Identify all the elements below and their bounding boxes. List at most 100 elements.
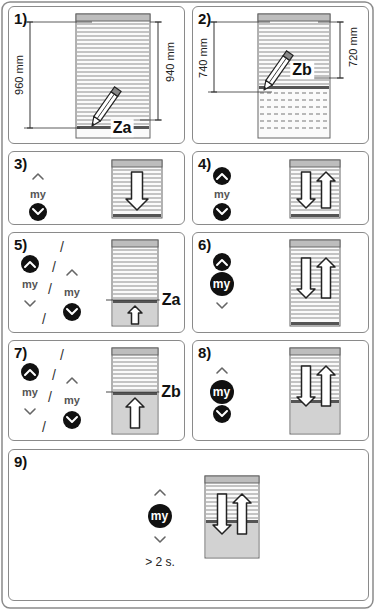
- pencil-line: [269, 58, 286, 83]
- blind-slat-dashed: [260, 99, 328, 100]
- button-label: my: [64, 286, 80, 298]
- button-label: my: [151, 509, 168, 523]
- blind-slat: [259, 35, 329, 36]
- button-symbol: [29, 203, 47, 221]
- blind-slat: [77, 115, 149, 116]
- blind-slat-dashed: [260, 113, 328, 114]
- mark-line: [106, 300, 160, 301]
- mark-label: Za: [111, 119, 134, 137]
- step-panel: 2): [192, 6, 369, 144]
- blind-shade: [291, 403, 339, 433]
- step-number: 1): [14, 10, 27, 27]
- blind-slat: [113, 297, 157, 298]
- blind-slat: [259, 51, 329, 52]
- blind-slat: [113, 269, 157, 270]
- dimension-tick: [211, 92, 217, 93]
- blind-slat: [291, 269, 339, 270]
- blind-slat: [113, 285, 157, 286]
- blind-slat: [291, 369, 339, 370]
- extension-line: [24, 22, 92, 23]
- blind-slat: [113, 385, 157, 386]
- blind-slat: [113, 277, 157, 278]
- step-panel: 8) my: [192, 340, 369, 441]
- button-label: my: [213, 385, 230, 399]
- blind-slat: [259, 47, 329, 48]
- movement-arrow: [233, 494, 251, 534]
- blind-shade: [206, 523, 258, 557]
- blind-slat: [113, 369, 157, 370]
- blind-slat: [113, 357, 157, 358]
- blind-slat-dashed: [260, 120, 328, 121]
- pencil-lead: [91, 123, 95, 127]
- blind-slat: [291, 273, 339, 274]
- separator-mark: /: [52, 260, 56, 275]
- dimension-tick: [337, 22, 343, 23]
- blind-slat: [291, 253, 339, 254]
- button-label: my: [214, 188, 230, 200]
- step-number: 5): [14, 236, 27, 253]
- chevron-symbol: [33, 209, 43, 214]
- blind-slat: [291, 385, 339, 386]
- step-number: 9): [14, 453, 27, 470]
- movement-arrow: [297, 366, 315, 406]
- separator-mark: /: [60, 240, 64, 255]
- blind-slat: [113, 281, 157, 282]
- chevron-symbol: [155, 537, 165, 542]
- dimension-label: 940 mm: [164, 41, 176, 83]
- chevron-symbol: [25, 409, 35, 414]
- drawing-group: [21, 14, 344, 558]
- blind-slat: [77, 35, 149, 36]
- extension-line: [208, 22, 270, 23]
- blind-slat-dashed: [260, 106, 328, 107]
- dimension-label: 740 mm: [197, 37, 209, 79]
- blind-slat: [113, 253, 157, 254]
- blind-slat: [113, 289, 157, 290]
- dimension-line: [30, 22, 31, 128]
- blind-slat: [77, 71, 149, 72]
- dimension-tick: [211, 22, 217, 23]
- blind-slat: [291, 381, 339, 382]
- blind-slat: [291, 285, 339, 286]
- dimension-tick: [155, 22, 161, 23]
- blind-slat: [113, 261, 157, 262]
- blind-slat: [77, 39, 149, 40]
- blind-frame: [112, 240, 158, 326]
- blind-slat: [291, 205, 339, 206]
- blind-slat: [291, 293, 339, 294]
- blind-slat: [113, 377, 157, 378]
- my-button: my: [210, 272, 234, 296]
- movement-arrow: [213, 494, 231, 534]
- blind-slat: [291, 365, 339, 366]
- blind-slat: [206, 493, 258, 494]
- blind-cassette: [290, 160, 340, 167]
- movement-arrow: [126, 172, 148, 210]
- blind-slat: [77, 59, 149, 60]
- blind-slat: [291, 281, 339, 282]
- blind-slat: [291, 209, 339, 210]
- movement-arrow: [297, 172, 315, 208]
- blind-slat: [77, 27, 149, 28]
- dimension-line: [214, 22, 215, 92]
- step-number: 8): [198, 344, 211, 361]
- blind-slat: [77, 43, 149, 44]
- button-label: my: [64, 394, 80, 406]
- blind-slat: [77, 83, 149, 84]
- movement-arrow: [297, 258, 315, 298]
- dimension-tick: [27, 128, 33, 129]
- blind-shade: [113, 303, 157, 325]
- dimension-line: [158, 22, 159, 120]
- blind-slat: [206, 513, 258, 514]
- blind-slat: [291, 173, 339, 174]
- blind-slat: [113, 273, 157, 274]
- mark-line: [106, 392, 160, 393]
- blind-slat: [259, 23, 329, 24]
- movement-arrow: [317, 258, 335, 298]
- separator-mark: /: [48, 390, 52, 405]
- blind-slat: [291, 193, 339, 194]
- blind-bottom-bar: [291, 400, 339, 403]
- extension-line: [140, 120, 162, 121]
- button-symbol: [213, 405, 231, 423]
- blind-slat: [291, 377, 339, 378]
- chevron-symbol: [25, 262, 35, 267]
- chevron-symbol: [217, 368, 227, 373]
